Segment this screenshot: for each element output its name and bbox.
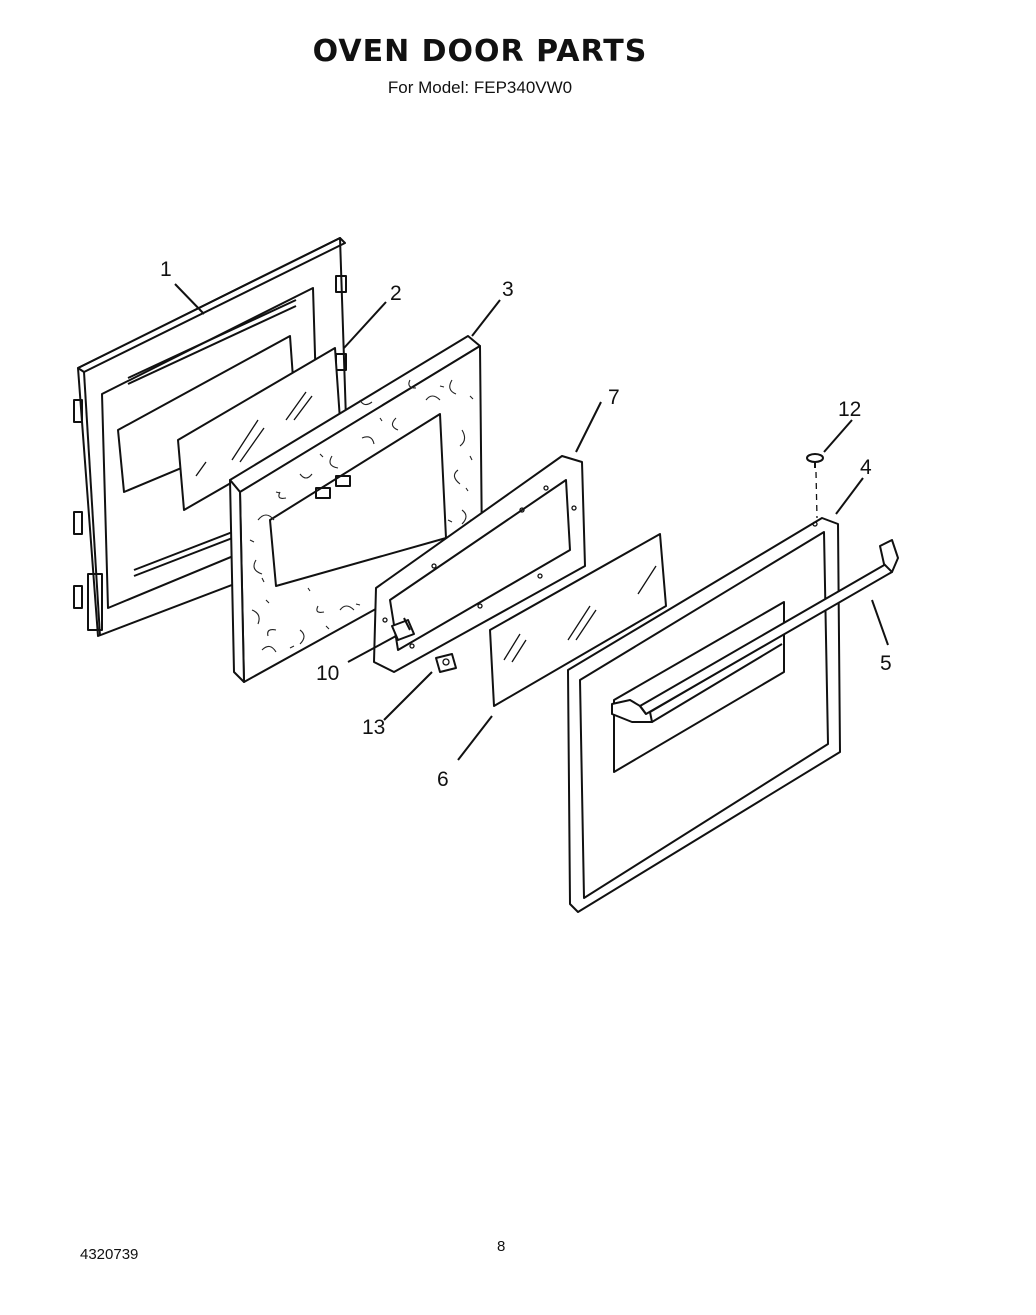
callout-3: 3	[502, 278, 514, 301]
part-13-bracket	[435, 653, 457, 673]
leader-lines	[174, 283, 889, 761]
part-5-handle	[639, 539, 899, 715]
part-4-outer-door	[567, 517, 841, 913]
part-12-screw	[806, 453, 824, 519]
callout-6: 6	[437, 768, 449, 791]
model-subtitle: For Model: FEP340VW0	[387, 78, 573, 97]
callout-1: 1	[160, 258, 172, 281]
page-number: 8	[497, 1238, 506, 1255]
part-6-outer-glass	[489, 533, 667, 707]
callout-13: 13	[362, 716, 385, 739]
callout-12: 12	[838, 398, 861, 421]
callout-2: 2	[390, 282, 402, 305]
callout-7: 7	[608, 386, 620, 409]
callout-4: 4	[860, 456, 872, 479]
part-10-clip	[391, 617, 415, 641]
callout-5: 5	[880, 652, 892, 675]
document-number: 4320739	[80, 1246, 139, 1263]
page-title: OVEN DOOR PARTS	[312, 34, 648, 69]
callout-10: 10	[316, 662, 339, 685]
